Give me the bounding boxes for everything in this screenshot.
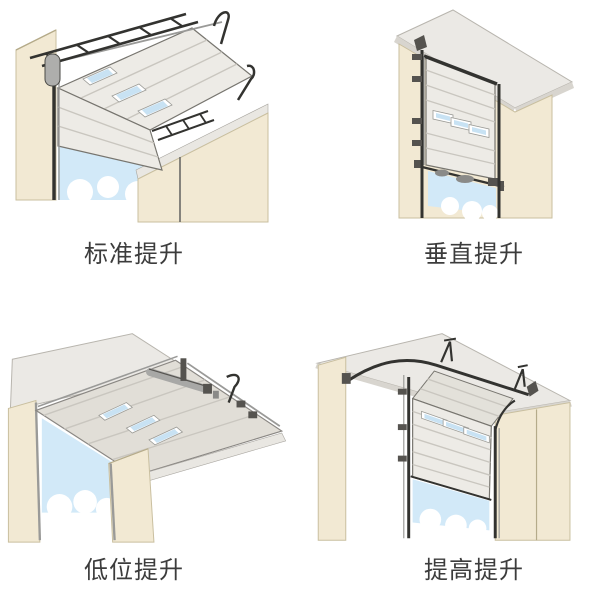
- door-panel: [423, 54, 498, 180]
- vertical-track: [44, 53, 61, 200]
- track-hardware: [37, 355, 281, 427]
- vertical-tracks: [412, 35, 501, 218]
- right-wall: [494, 401, 571, 541]
- door-windows: [82, 66, 173, 118]
- vertical-lift-illustration: [394, 9, 574, 221]
- left-wall: [317, 356, 347, 541]
- high-lift-illustration: [315, 333, 572, 541]
- spring-shaft: [146, 368, 219, 399]
- right-pillar: [108, 432, 287, 543]
- door-panel: [410, 370, 514, 501]
- high-lift-label: 提高提升: [424, 555, 524, 584]
- left-pillar: [7, 399, 42, 543]
- vertical-lift-label: 垂直提升: [424, 239, 524, 268]
- figure-low-lift: 低位提升: [0, 300, 300, 600]
- vertical-tracks: [397, 375, 500, 539]
- low-lift-illustration: [7, 333, 287, 543]
- bottom-hardware-bar: [414, 160, 505, 191]
- sky-opening: [412, 479, 490, 538]
- door-windows: [432, 110, 490, 138]
- standard-lift-label: 标准提升: [84, 239, 184, 268]
- standard-lift-illustration: [15, 11, 269, 223]
- figure-vertical-lift: 垂直提升: [300, 0, 600, 300]
- door-windows: [98, 402, 184, 446]
- spring-drum: [44, 53, 61, 87]
- door-windows: [421, 410, 490, 444]
- figure-standard-lift: 标准提升: [0, 0, 300, 300]
- door-panel: [56, 27, 254, 171]
- figure-high-lift: 提高提升: [300, 300, 600, 600]
- right-wall: [135, 103, 269, 223]
- door-panel-underside: [34, 359, 284, 476]
- sky-opening: [428, 171, 498, 221]
- low-lift-label: 低位提升: [84, 555, 184, 584]
